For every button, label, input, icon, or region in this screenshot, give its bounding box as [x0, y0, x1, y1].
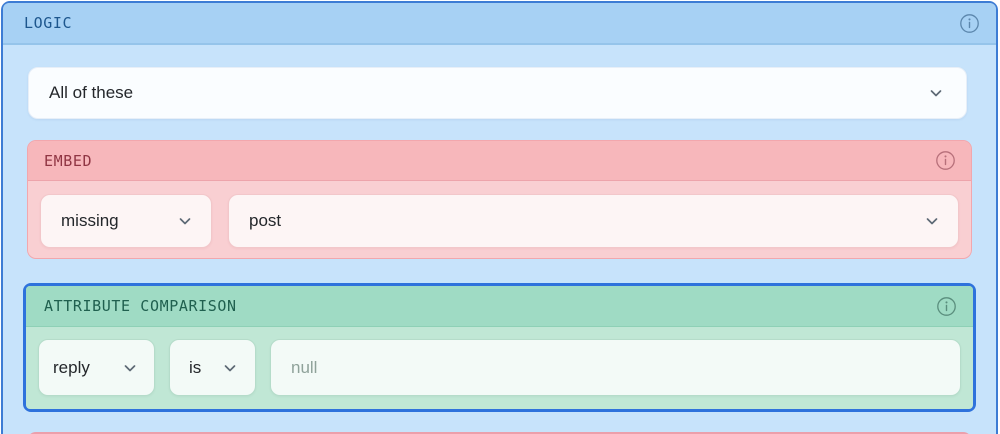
- embed-block[interactable]: EMBED missing post: [27, 140, 972, 259]
- attribute-comparison-block-header[interactable]: ATTRIBUTE COMPARISON: [26, 286, 973, 327]
- embed-mode-select[interactable]: missing: [40, 194, 212, 248]
- chevron-down-icon: [177, 213, 193, 229]
- attribute-select-value: reply: [53, 357, 90, 377]
- embed-target-select-value: post: [249, 211, 282, 230]
- info-icon[interactable]: [959, 13, 980, 34]
- chevron-down-icon: [928, 85, 944, 101]
- chevron-down-icon: [222, 360, 238, 376]
- chevron-down-icon: [122, 360, 138, 376]
- attribute-comparison-block[interactable]: ATTRIBUTE COMPARISON reply: [26, 286, 973, 409]
- attribute-comparison-selection-outline: ATTRIBUTE COMPARISON reply: [23, 283, 976, 412]
- combinator-select[interactable]: All of these: [28, 67, 967, 119]
- logic-block-header[interactable]: LOGIC: [3, 3, 996, 45]
- embed-block-body: missing post: [28, 181, 971, 261]
- combinator-select-value: All of these: [49, 83, 134, 102]
- value-input-wrapper: [270, 339, 961, 396]
- attribute-select[interactable]: reply: [38, 339, 155, 396]
- chevron-down-icon: [924, 213, 940, 229]
- attribute-comparison-block-title: ATTRIBUTE COMPARISON: [44, 297, 237, 315]
- embed-block-title: EMBED: [44, 151, 93, 170]
- info-icon[interactable]: [935, 150, 956, 171]
- info-icon[interactable]: [936, 296, 957, 317]
- attribute-comparison-body: reply is: [26, 327, 973, 408]
- embed-target-select[interactable]: post: [228, 194, 959, 248]
- embed-mode-select-value: missing: [61, 211, 119, 230]
- operator-select-value: is: [189, 357, 202, 377]
- value-input[interactable]: [291, 357, 940, 378]
- operator-select[interactable]: is: [169, 339, 256, 396]
- embed-block-header[interactable]: EMBED: [28, 141, 971, 181]
- logic-block-title: LOGIC: [24, 14, 73, 32]
